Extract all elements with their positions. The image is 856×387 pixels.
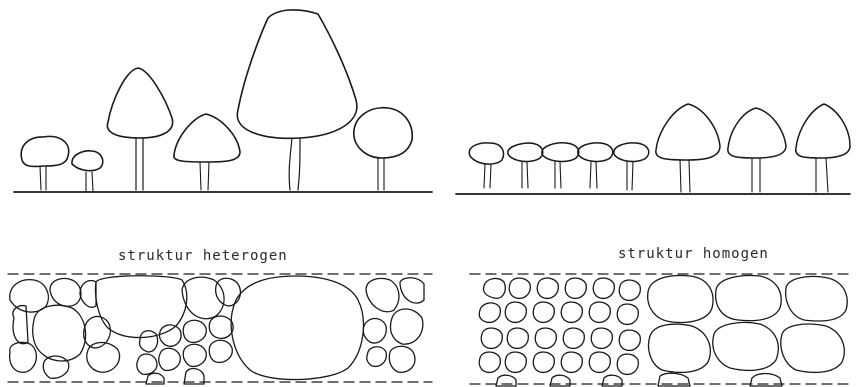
tree xyxy=(796,104,850,192)
label-heterogen: struktur heterogen xyxy=(118,248,288,264)
tree xyxy=(656,104,720,192)
tree xyxy=(614,143,649,190)
homogen-cells xyxy=(470,274,850,386)
tree xyxy=(21,136,68,190)
tree xyxy=(174,114,240,190)
heterogen-trees xyxy=(21,10,412,191)
label-homogen: struktur homogen xyxy=(618,246,769,262)
tree xyxy=(542,143,579,188)
homogen-trees xyxy=(469,104,850,192)
tree xyxy=(469,143,503,188)
tree xyxy=(728,108,786,192)
tree xyxy=(237,10,357,190)
small-cells xyxy=(479,278,640,386)
tree xyxy=(72,151,103,191)
heterogen-cells xyxy=(8,274,432,384)
large-cells xyxy=(648,276,848,386)
tree xyxy=(578,143,613,188)
tree xyxy=(107,68,172,190)
tree xyxy=(508,143,543,188)
tree xyxy=(354,108,412,190)
